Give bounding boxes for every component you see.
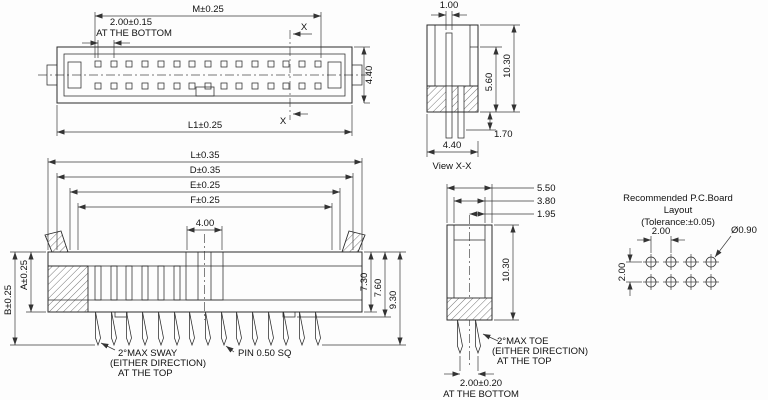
top-view: M±0.25 2.00±0.15 AT THE BOTTOM X X 4.40 … (38, 4, 375, 136)
dim-1030-side-label: 10.30 (501, 258, 512, 282)
dim-440-top-label: 4.40 (364, 66, 375, 85)
dim-560-label: 5.60 (484, 73, 495, 92)
dim-e-label: E±0.25 (190, 180, 220, 191)
dim-bottom-label: 2.00±0.20 (460, 378, 502, 389)
dim-550-label: 5.50 (537, 183, 556, 194)
toe-note-2: (EITHER DIRECTION) (492, 346, 588, 357)
pitch-note-label: AT THE BOTTOM (96, 28, 172, 39)
dim-key-label: 4.00 (196, 218, 215, 229)
sway-note-1: 2°MAX SWAY (118, 348, 178, 359)
sway-note-2: (EITHER DIRECTION) (110, 358, 206, 369)
pin-note: PIN 0.50 SQ (238, 348, 291, 359)
toe-note-1: 2°MAX TOE (497, 336, 549, 347)
section-x-top-label: X (301, 22, 308, 33)
dim-a-label: A±0.25 (19, 260, 30, 290)
dim-l1-label: L1±0.25 (188, 120, 222, 131)
dim-l-label: L±0.35 (191, 150, 220, 161)
pcb-layout: Recommended P.C.Board Layout (Tolerance:… (617, 193, 757, 296)
pcb-hole-dia-label: Ø0.90 (731, 225, 757, 236)
front-view: L±0.35 D±0.35 E±0.25 F±0.25 4.00 A±0.25 … (3, 150, 406, 379)
toe-note-3: AT THE TOP (497, 356, 552, 367)
section-x-bottom-label: X (280, 116, 287, 127)
section-view-x-x: 1.00 10.30 5.60 1.70 4.40 View X-X (426, 0, 520, 172)
dim-pitch-label: 2.00±0.15 (110, 17, 152, 28)
pcb-dim-v-label: 2.00 (617, 263, 628, 282)
dim-930-label: 9.30 (388, 291, 399, 310)
dim-d-label: D±0.35 (190, 165, 221, 176)
dim-100-label: 1.00 (440, 0, 459, 11)
dim-f-label: F±0.25 (190, 195, 220, 206)
sway-note-3: AT THE TOP (118, 368, 173, 379)
dim-195-label: 1.95 (537, 209, 556, 220)
dim-b-label: B±0.25 (3, 285, 14, 315)
section-caption: View X-X (433, 161, 473, 172)
bottom-note-label: AT THE BOTTOM (443, 389, 519, 400)
pcb-dim-h-label: 2.00 (652, 226, 671, 237)
dim-170-label: 1.70 (494, 129, 513, 140)
dim-760-label: 7.60 (373, 279, 384, 298)
side-view: 5.50 3.80 1.95 10.30 2°MAX TOE (EITHER D… (443, 183, 588, 400)
hole-grid (642, 253, 720, 291)
dim-730-label: 7.30 (359, 273, 370, 292)
pcb-title-3: (Tolerance:±0.05) (641, 217, 715, 228)
dim-1030-section-label: 10.30 (502, 54, 513, 78)
pcb-title-2: Layout (664, 205, 693, 216)
dim-440-section-label: 4.40 (443, 140, 462, 151)
pcb-title-1: Recommended P.C.Board (623, 193, 733, 204)
dim-m-label: M±0.25 (192, 4, 224, 15)
dim-380-label: 3.80 (537, 196, 556, 207)
